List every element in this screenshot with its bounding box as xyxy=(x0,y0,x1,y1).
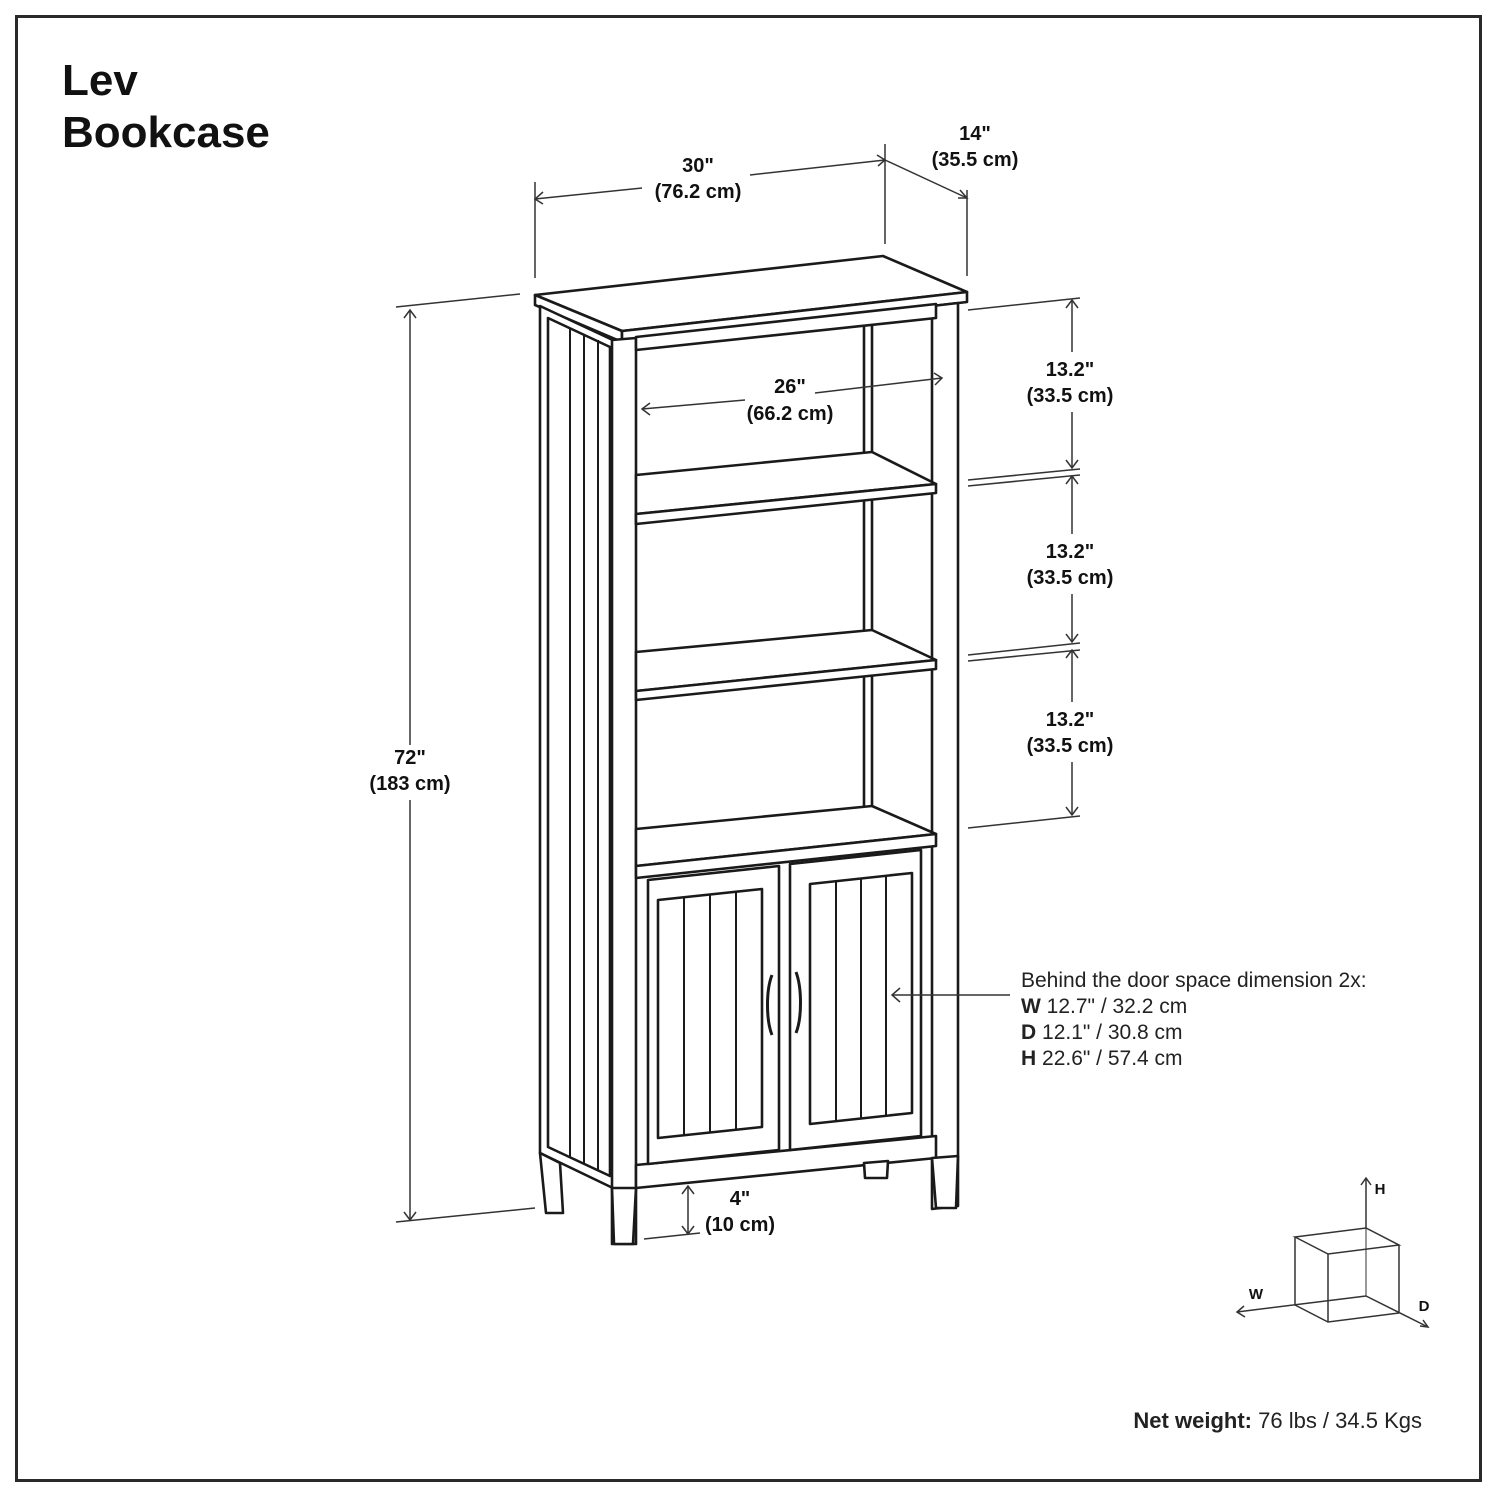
arrow-15 xyxy=(681,1225,695,1236)
front-left-post xyxy=(610,336,638,1246)
arrow-1 xyxy=(533,191,544,205)
shelf-ext-6 xyxy=(967,815,1081,829)
height-metric: (183 cm) xyxy=(369,773,450,795)
cabinet-top-front xyxy=(634,832,938,880)
height-ext-bottom xyxy=(395,1207,536,1223)
cube-bottom xyxy=(1294,1304,1400,1323)
door-space-height: H 22.6" / 57.4 cm xyxy=(1021,1046,1367,1072)
leg-metric: (10 cm) xyxy=(705,1214,775,1236)
d-axis xyxy=(1365,1295,1429,1328)
door-space-width: W 12.7" / 32.2 cm xyxy=(1021,994,1367,1020)
width-imperial: 30" xyxy=(682,155,714,177)
shelf-1-front xyxy=(634,482,938,526)
shelf-ext-1 xyxy=(967,297,1081,311)
shelf-3-imperial: 13.2" xyxy=(1046,709,1094,731)
shelf-ext-4 xyxy=(967,642,1081,656)
width-line-b xyxy=(749,159,886,176)
axis-label-h: H xyxy=(1375,1181,1386,1198)
axis-label-w: W xyxy=(1249,1286,1264,1303)
height-label: H xyxy=(1021,1047,1037,1070)
shelf-ext-5 xyxy=(967,649,1081,662)
inner-width-line-b xyxy=(814,377,943,394)
shelf-1-metric: (33.5 cm) xyxy=(1027,385,1114,407)
arrow-12 xyxy=(1065,648,1079,659)
height-ext-top xyxy=(395,293,521,308)
leg-imperial: 4" xyxy=(730,1188,751,1210)
panel-grooves xyxy=(569,328,887,1170)
note-pointer-head xyxy=(890,987,901,1003)
leg-front-right xyxy=(930,1154,960,1210)
right-handle xyxy=(794,971,802,1034)
arrow-9 xyxy=(1065,459,1079,470)
shelf-2-front xyxy=(634,658,938,702)
leg-ext xyxy=(643,1232,701,1240)
cube-top xyxy=(1292,1227,1402,1255)
bookcase-outline xyxy=(533,254,969,1246)
height-imperial: 72" xyxy=(394,747,426,769)
arrow-4 xyxy=(403,308,417,319)
width-value: 12.7" / 32.2 cm xyxy=(1046,995,1188,1018)
front-right-post xyxy=(930,301,960,1211)
arrow-10 xyxy=(1065,474,1079,485)
arrow-7 xyxy=(933,372,944,386)
top-rail xyxy=(634,302,938,352)
depth-value: 12.1" / 30.8 cm xyxy=(1042,1021,1183,1044)
arrow-8 xyxy=(1065,298,1079,309)
height-value: 22.6" / 57.4 cm xyxy=(1042,1047,1183,1070)
dimension-lines xyxy=(395,144,1081,1240)
arrow-3 xyxy=(958,189,969,199)
shelf-ext-2 xyxy=(967,468,1081,481)
shelf-3-metric: (33.5 cm) xyxy=(1027,735,1114,757)
axis-cube xyxy=(1235,1176,1430,1328)
depth-imperial: 14" xyxy=(959,123,991,145)
shelf-1-imperial: 13.2" xyxy=(1046,359,1094,381)
width-line-a xyxy=(534,187,643,200)
axis-label-d: D xyxy=(1419,1298,1430,1315)
h-arrow xyxy=(1360,1176,1372,1186)
d-arrow xyxy=(1419,1319,1430,1328)
product-title: Lev Bookcase xyxy=(62,55,270,159)
depth-label: D xyxy=(1021,1021,1037,1044)
inner-width-imperial: 26" xyxy=(774,376,806,398)
left-handle xyxy=(766,974,774,1036)
arrow-6 xyxy=(640,402,651,416)
leg-front-left xyxy=(610,1186,638,1246)
frame-border xyxy=(15,15,1482,1482)
leg-back-right xyxy=(862,1159,890,1180)
width-metric: (76.2 cm) xyxy=(655,181,742,203)
door-space-depth: D 12.1" / 30.8 cm xyxy=(1021,1020,1367,1046)
leg-back-left xyxy=(538,1151,565,1215)
net-weight-label: Net weight: xyxy=(1133,1408,1252,1433)
shelf-2-imperial: 13.2" xyxy=(1046,541,1094,563)
arrow-5 xyxy=(403,1211,417,1222)
shelf-2-metric: (33.5 cm) xyxy=(1027,567,1114,589)
inner-width-line-a xyxy=(641,399,746,410)
width-label: W xyxy=(1021,995,1041,1018)
depth-metric: (35.5 cm) xyxy=(932,149,1019,171)
arrow-2 xyxy=(876,154,887,167)
depth-line xyxy=(884,159,968,199)
arrow-11 xyxy=(1065,633,1079,644)
w-axis xyxy=(1236,1295,1367,1313)
w-arrow xyxy=(1235,1305,1246,1318)
shelf-ext-3 xyxy=(967,474,1081,487)
side-panel-inset xyxy=(546,316,612,1178)
door-space-note: Behind the door space dimension 2x: W 12… xyxy=(1021,968,1367,1072)
door-space-heading: Behind the door space dimension 2x: xyxy=(1021,969,1367,992)
net-weight: Net weight: 76 lbs / 34.5 Kgs xyxy=(1133,1408,1422,1434)
arrow-14 xyxy=(681,1184,695,1195)
title-line-2: Bookcase xyxy=(62,108,270,157)
net-weight-value: 76 lbs / 34.5 Kgs xyxy=(1258,1408,1422,1433)
title-line-1: Lev xyxy=(62,56,138,105)
arrow-13 xyxy=(1065,806,1079,817)
inner-width-metric: (66.2 cm) xyxy=(747,403,834,425)
